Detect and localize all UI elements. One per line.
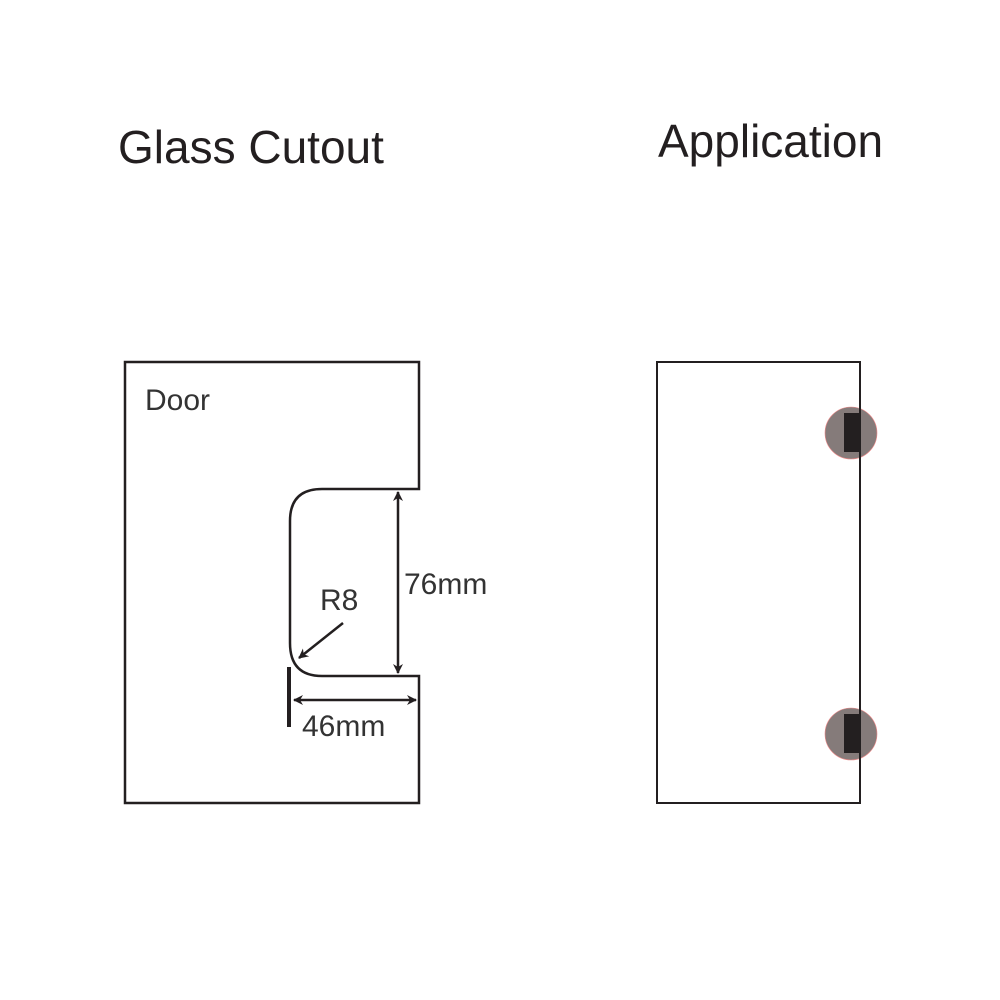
- glass-cutout-title: Glass Cutout: [118, 121, 384, 173]
- radius-label: R8: [320, 584, 359, 617]
- height-label: 76mm: [404, 568, 488, 601]
- radius-arrow: [298, 622, 344, 659]
- width-label: 46mm: [302, 710, 386, 743]
- hinge-bottom: [824, 700, 878, 770]
- application-title: Application: [658, 115, 884, 167]
- door-label: Door: [145, 384, 211, 417]
- door-outline: [123, 360, 421, 805]
